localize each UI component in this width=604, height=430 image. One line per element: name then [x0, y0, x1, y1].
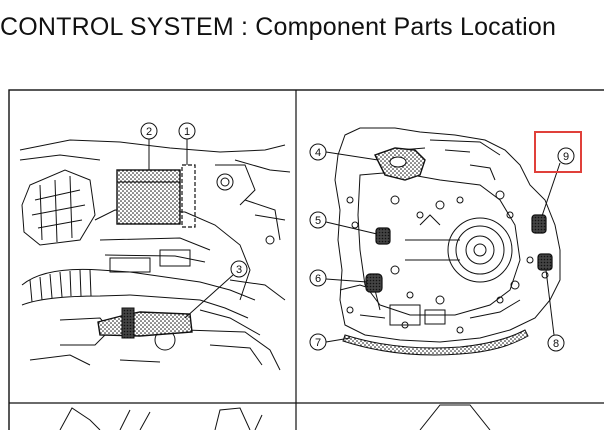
- part-8-highlight: [537, 253, 553, 271]
- part-3-highlight: [97, 311, 193, 337]
- callout-7: 7: [309, 333, 351, 351]
- transmission-illustration: [334, 127, 561, 343]
- callout-4: 4: [309, 143, 379, 161]
- part-2-highlight: [116, 169, 181, 225]
- callout-5-label: 5: [315, 215, 321, 227]
- callout-6-label: 6: [315, 273, 321, 285]
- callout-6: 6: [309, 269, 368, 287]
- callout-7-label: 7: [315, 337, 321, 349]
- callout-2: 2: [140, 122, 158, 170]
- callout-8: 8: [545, 269, 565, 352]
- callout-9-red-box: [534, 131, 582, 173]
- callout-9-label: 9: [563, 151, 569, 163]
- callout-2-label: 2: [146, 126, 152, 138]
- callout-8-label: 8: [553, 338, 559, 350]
- part-1-highlight: [181, 164, 196, 228]
- figure-frame: [8, 89, 604, 430]
- callout-3: 3: [184, 260, 248, 319]
- page-title: CONTROL SYSTEM : Component Parts Locatio…: [0, 13, 557, 41]
- lower-panel-partial: [59, 404, 491, 430]
- callout-5: 5: [309, 211, 378, 235]
- engine-compartment-illustration: [19, 139, 291, 371]
- callout-1-label: 1: [184, 126, 190, 138]
- callout-4-label: 4: [315, 147, 321, 159]
- part-4-connector: [389, 156, 407, 168]
- part-6-highlight: [365, 273, 383, 293]
- callout-3-label: 3: [236, 264, 242, 276]
- part-5-highlight: [375, 227, 391, 245]
- callout-1: 1: [178, 122, 196, 165]
- part-7-highlight: [342, 329, 529, 356]
- part-9-highlight: [531, 214, 547, 234]
- part-3-body: [121, 307, 135, 339]
